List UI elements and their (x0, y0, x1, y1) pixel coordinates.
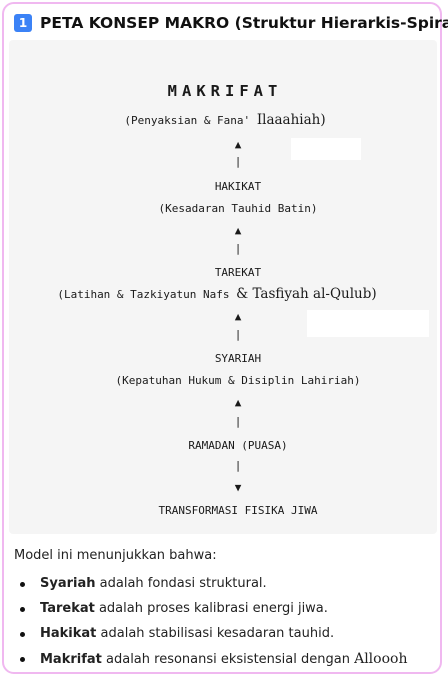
bullet-icon (20, 632, 25, 637)
level-hakikat-subtitle: (Kesadaran Tauhid Batin) (158, 202, 318, 215)
list-item-text: adalah resonansi eksistensial dengan (101, 652, 355, 667)
tarekat-subtitle-text: (Latihan & Tazkiyatun Nafs (57, 288, 230, 301)
bullet-icon (20, 607, 25, 612)
concept-map-diagram: MAKRIFAT (Penyaksian & Fana' Ilaaahiah) … (9, 40, 437, 534)
list-item: Tarekat adalah proses kalibrasi energi j… (14, 601, 407, 626)
list-item-term: Tarekat (40, 601, 95, 616)
explanation-list: Syariah adalah fondasi struktural. Tarek… (14, 576, 407, 676)
section-title: PETA KONSEP MAKRO (Struktur Hierarkis-Sp… (40, 14, 448, 32)
makrifat-handwritten-word: Ilaaahiah (256, 112, 321, 128)
level-syariah-title: SYARIAH (214, 352, 262, 365)
erased-patch (291, 138, 361, 160)
makrifat-close-paren: ) (320, 112, 326, 128)
result-transformasi-title: TRANSFORMASI FISIKA JIWA (158, 504, 318, 517)
arrow-down-icon: ▼ (234, 481, 242, 494)
base-ramadan-title: RAMADAN (PUASA) (188, 439, 288, 452)
level-makrifat-subtitle: (Penyaksian & Fana' Ilaaahiah) (0, 112, 448, 128)
explanation-intro: Model ini menunjukkan bahwa: (14, 548, 217, 563)
bullet-icon (20, 657, 25, 662)
level-tarekat-title: TAREKAT (214, 266, 262, 279)
list-item: Makrifat adalah resonansi eksistensial d… (14, 651, 407, 676)
connector-line: | (234, 415, 242, 428)
connector-line: | (234, 242, 242, 255)
level-syariah-subtitle: (Kepatuhan Hukum & Disiplin Lahiriah) (115, 374, 361, 387)
list-item-text: adalah fondasi struktural. (95, 576, 267, 591)
arrow-up-icon: ▲ (234, 224, 242, 237)
level-makrifat-title: MAKRIFAT (167, 82, 283, 100)
list-item: Hakikat adalah stabilisasi kesadaran tau… (14, 626, 407, 651)
arrow-up-icon: ▲ (234, 396, 242, 409)
connector-line: | (234, 155, 242, 168)
connector-line: | (234, 459, 242, 472)
arrow-up-icon: ▲ (234, 138, 242, 151)
tarekat-handwritten-phrase: & Tasfiyah al-Qulub) (236, 286, 377, 302)
section-heading: 1 PETA KONSEP MAKRO (Struktur Hierarkis-… (14, 12, 448, 34)
list-item-handwritten-word: Alloooh (354, 651, 408, 667)
level-hakikat-title: HAKIKAT (214, 180, 262, 193)
list-item-text: adalah proses kalibrasi energi jiwa. (94, 601, 328, 616)
connector-line: | (234, 328, 242, 341)
list-item-term: Syariah (40, 576, 96, 591)
erased-patch (307, 310, 429, 337)
list-item-text: adalah stabilisasi kesadaran tauhid. (96, 626, 335, 641)
list-item: Syariah adalah fondasi struktural. (14, 576, 407, 601)
makrifat-subtitle-text: (Penyaksian & Fana' (124, 114, 251, 127)
arrow-up-icon: ▲ (234, 310, 242, 323)
list-item-term: Hakikat (40, 626, 97, 641)
list-item-term: Makrifat (40, 652, 102, 667)
bullet-icon (20, 582, 25, 587)
level-tarekat-subtitle: (Latihan & Tazkiyatun Nafs & Tasfiyah al… (0, 286, 447, 302)
number-one-badge-icon: 1 (14, 14, 32, 32)
